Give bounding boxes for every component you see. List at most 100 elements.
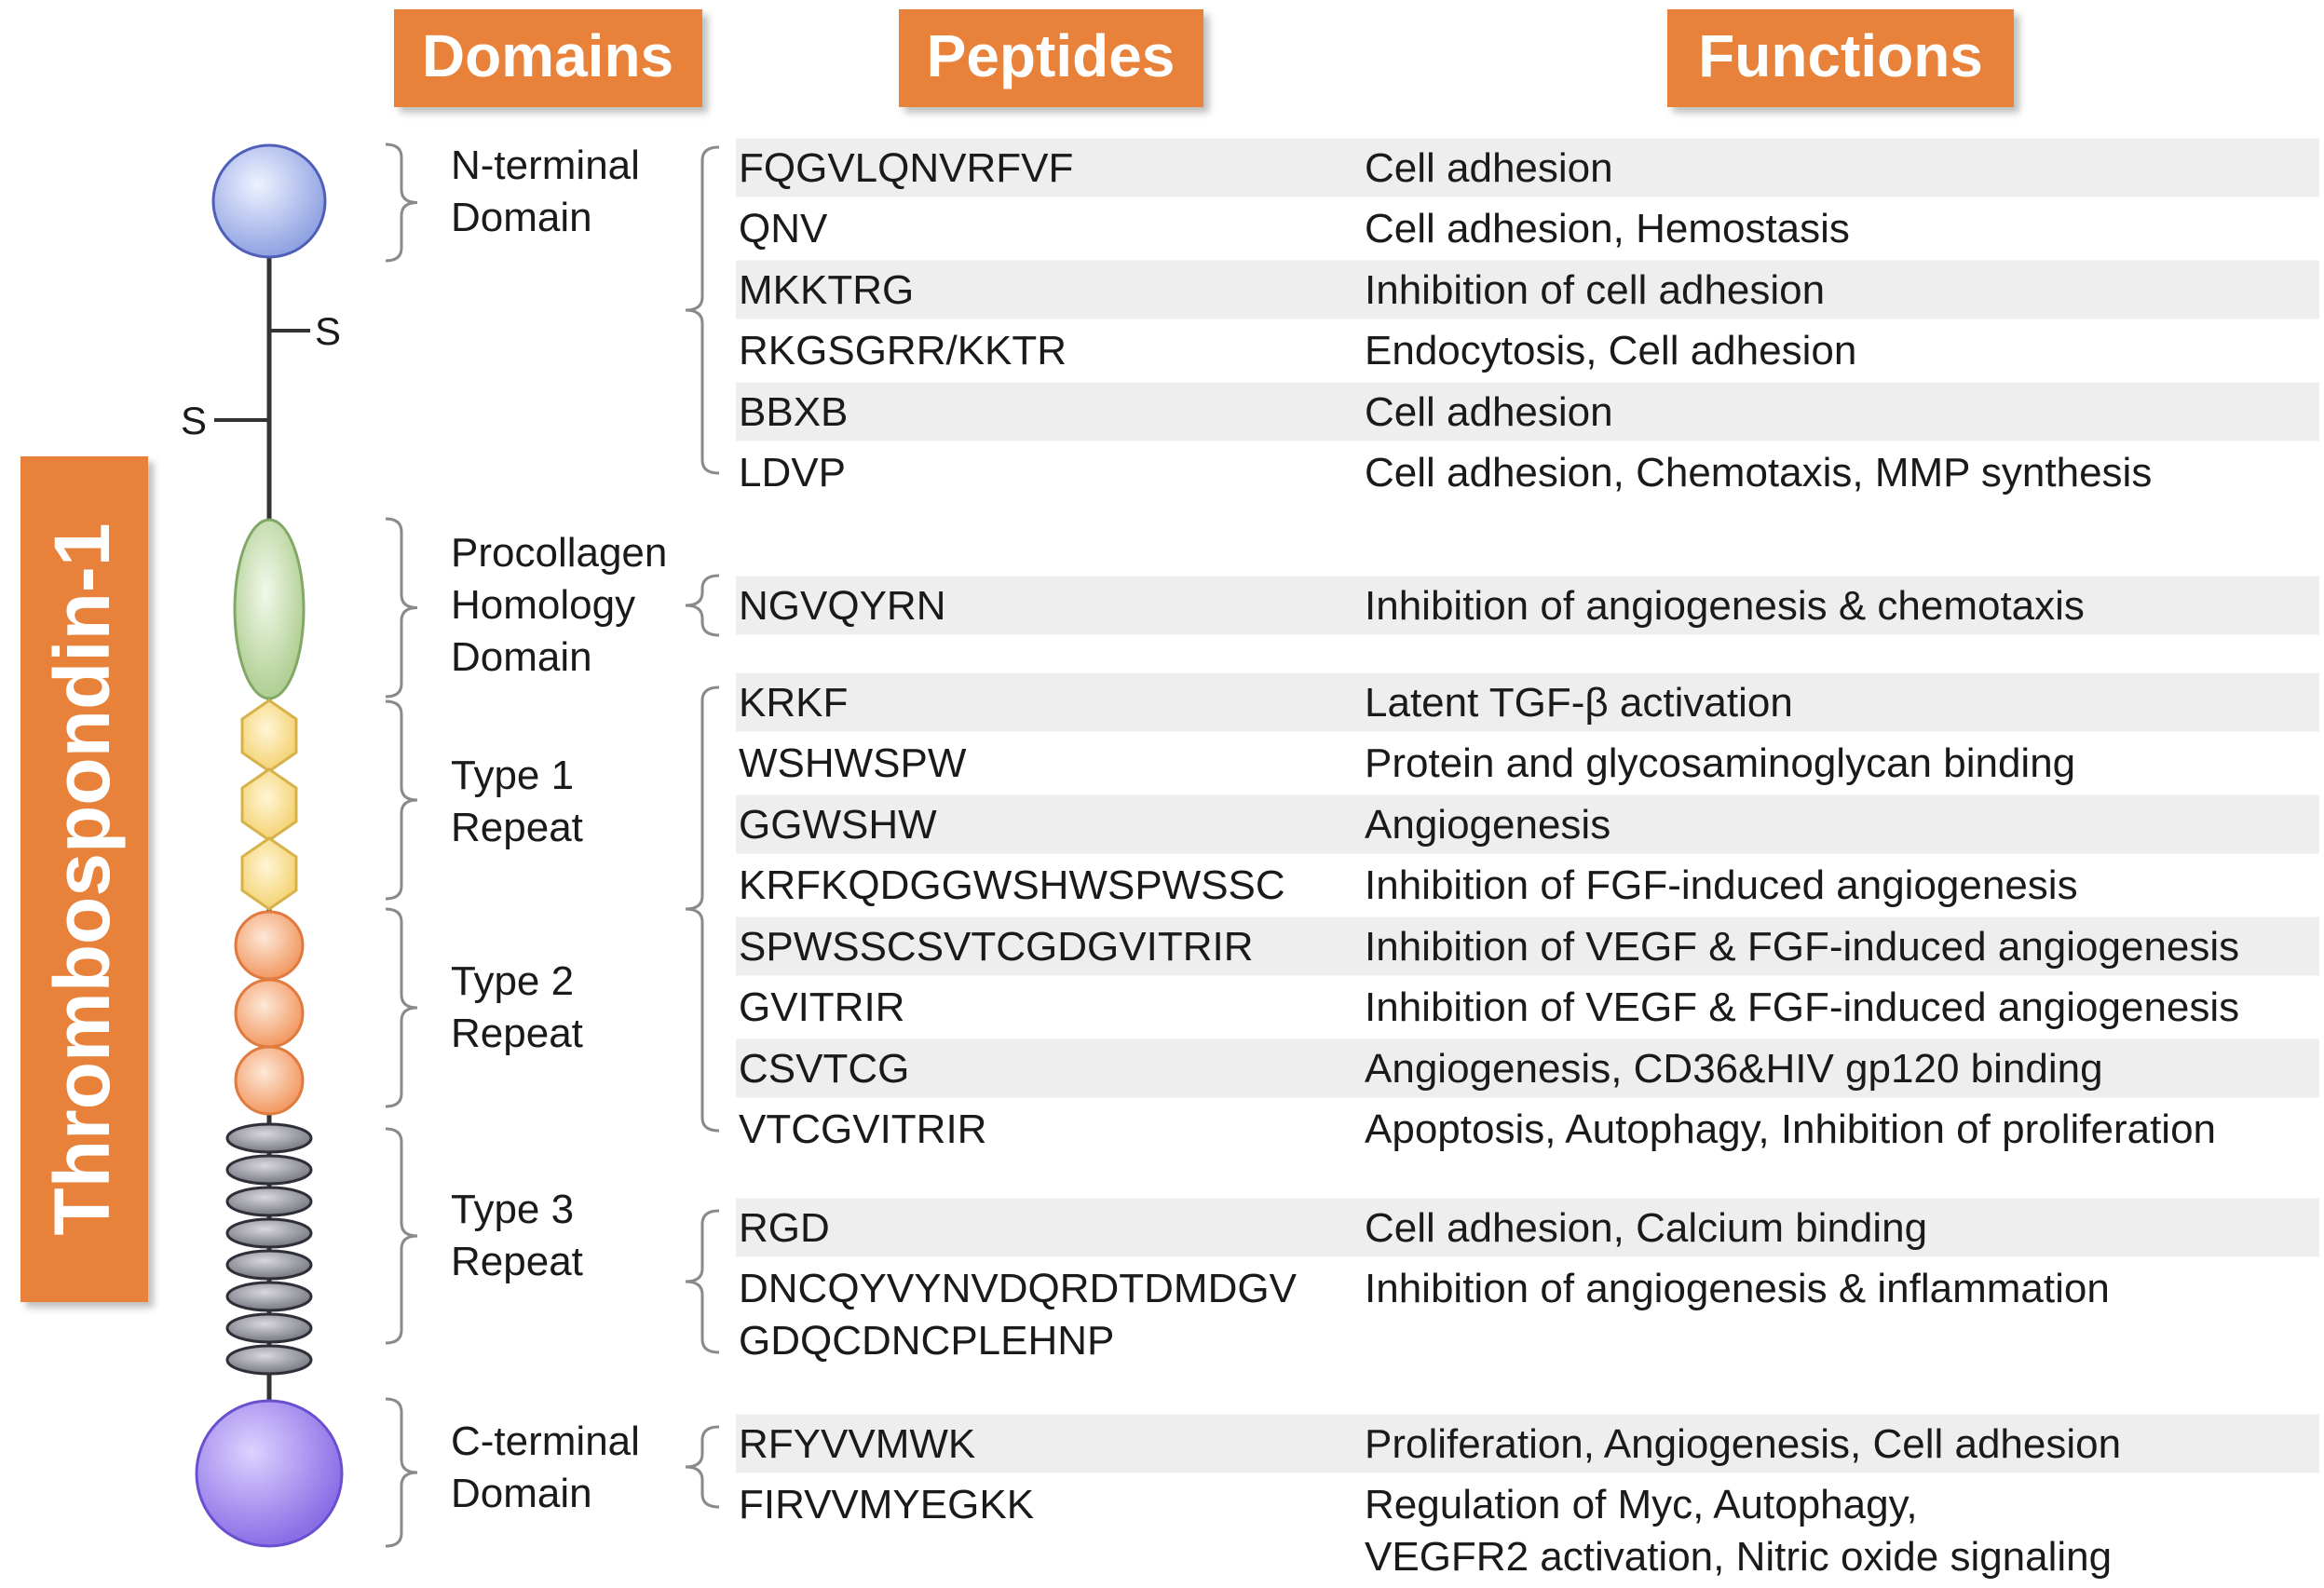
peptide-brace	[685, 145, 720, 475]
row-shade	[736, 1414, 2319, 1473]
header-domains-label: Domains	[422, 22, 673, 89]
peptide-function: Inhibition of FGF-induced angiogenesis	[1365, 862, 2078, 908]
peptide-function: Inhibition of cell adhesion	[1365, 267, 1825, 313]
peptide-function: Cell adhesion	[1365, 145, 1613, 191]
peptide-function: Proliferation, Angiogenesis, Cell adhesi…	[1365, 1421, 2121, 1467]
type3-disc	[225, 1312, 313, 1344]
peptide-sequence: FQGVLQNVRFVF	[739, 145, 1073, 191]
domain-label-line: N-terminal	[451, 143, 640, 188]
type3-disc	[225, 1122, 313, 1154]
table-row: CSVTCG Angiogenesis, CD36&HIV gp120 bindi…	[739, 1046, 2103, 1092]
row-shade	[736, 1038, 2319, 1098]
type3-disc	[225, 1249, 313, 1281]
domain-label-line: Procollagen	[451, 530, 667, 576]
peptide-brace	[685, 1209, 720, 1354]
type3-disc	[225, 1154, 313, 1186]
row-backgrounds	[736, 138, 2319, 1473]
domain-label-line: Domain	[451, 1471, 592, 1516]
peptide-sequence: GGWSHW	[739, 802, 937, 848]
peptide-sequence: VTCGVITRIR	[739, 1106, 986, 1152]
type3-disc	[225, 1217, 313, 1249]
table-row: SPWSSCSVTCGDGVITRIR Inhibition of VEGF & …	[739, 924, 2239, 970]
domain-label: Type 2 Repeat	[451, 958, 583, 1056]
peptide-function: Inhibition of VEGF & FGF-induced angioge…	[1365, 984, 2239, 1030]
domain-brace	[385, 699, 418, 901]
procollagen-ellipse	[233, 518, 306, 700]
domain-labels: N-terminalDomainProcollagenHomologyDomai…	[451, 143, 667, 1516]
domain-brace	[385, 517, 418, 699]
peptide-sequence: KRFKQDGGWSHWSPWSSC	[739, 862, 1285, 908]
peptide-sequence: MKKTRG	[739, 267, 914, 313]
domain-label-line: Homology	[451, 582, 635, 628]
row-shade	[736, 138, 2319, 197]
peptide-sequence: RKGSGRR/KKTR	[739, 328, 1067, 373]
peptide-sequence: GDQCDNCPLEHNP	[739, 1318, 1114, 1364]
domain-brace	[385, 1127, 418, 1345]
peptide-function: Angiogenesis, CD36&HIV gp120 binding	[1365, 1046, 2103, 1092]
domain-label: Type 3 Repeat	[451, 1187, 583, 1284]
disulfide-label-bottom: S	[181, 399, 207, 442]
peptide-function: Latent TGF-β activation	[1365, 680, 1793, 726]
domain-brace	[385, 907, 418, 1108]
disulfide-label-top: S	[315, 309, 341, 353]
peptide-function: Protein and glycosaminoglycan binding	[1365, 740, 2075, 786]
type3-disc	[225, 1344, 313, 1376]
domain-label-line: Repeat	[451, 1239, 583, 1284]
peptide-sequence: FIRVVMYEGKK	[739, 1482, 1034, 1527]
domain-braces	[385, 143, 418, 1548]
peptide-brace	[685, 1425, 720, 1509]
domain-brace	[385, 143, 418, 263]
table-row: RGD Cell adhesion, Calcium binding	[739, 1205, 1927, 1251]
peptide-function: Inhibition of VEGF & FGF-induced angioge…	[1365, 924, 2239, 970]
type2-circle	[234, 910, 305, 981]
peptide-brace	[685, 685, 720, 1133]
row-shade	[736, 576, 2319, 635]
protein-structure: S S	[181, 143, 344, 1548]
domain-label-line: Type 3	[451, 1187, 574, 1232]
domain-label-line: Domain	[451, 634, 592, 680]
side-title: Thrombospondin-1	[38, 523, 126, 1235]
peptide-sequence: RGD	[739, 1205, 830, 1251]
table-row: DNCQYVYNVDQRDTDMDGVGDQCDNCPLEHNPInhibiti…	[739, 1266, 2110, 1364]
peptide-function: Endocytosis, Cell adhesion	[1365, 328, 1856, 373]
type1-hexagon	[240, 836, 298, 911]
table-row: VTCGVITRIR Apoptosis, Autophagy, Inhibiti…	[739, 1106, 2216, 1152]
header-peptides: Peptides	[899, 9, 1203, 107]
table-row: FQGVLQNVRFVF Cell adhesion	[739, 145, 1613, 191]
row-shade	[736, 260, 2319, 319]
peptide-sequence: NGVQYRN	[739, 583, 945, 629]
n-terminal-sphere	[211, 143, 327, 259]
header-functions-label: Functions	[1698, 22, 1983, 89]
domain-label-line: Type 2	[451, 958, 574, 1004]
header-domains: Domains	[394, 9, 702, 107]
side-title-box: Thrombospondin-1	[20, 456, 148, 1302]
peptide-function: Cell adhesion, Calcium binding	[1365, 1205, 1927, 1251]
peptide-function: VEGFR2 activation, Nitric oxide signalin…	[1365, 1534, 2112, 1580]
domain-label-line: Repeat	[451, 1011, 583, 1056]
domain-label-line: Type 1	[451, 753, 574, 798]
peptide-sequence: RFYVVMWK	[739, 1421, 975, 1467]
peptide-sequence: QNV	[739, 206, 828, 251]
peptide-sequence: SPWSSCSVTCGDGVITRIR	[739, 924, 1254, 970]
type1-hexagon	[240, 699, 298, 773]
peptide-sequence: CSVTCG	[739, 1046, 909, 1092]
table-row: MKKTRG Inhibition of cell adhesion	[739, 267, 1825, 313]
table-row: KRFKQDGGWSHWSPWSSC Inhibition of FGF-indu…	[739, 862, 2078, 908]
domain-brace	[385, 1397, 418, 1548]
peptide-braces	[685, 145, 720, 1509]
peptide-function: Cell adhesion, Chemotaxis, MMP synthesis	[1365, 450, 2152, 495]
table-row: RKGSGRR/KKTR Endocytosis, Cell adhesion	[739, 328, 1856, 373]
peptide-function: Apoptosis, Autophagy, Inhibition of prol…	[1365, 1106, 2216, 1152]
peptide-sequence: GVITRIR	[739, 984, 904, 1030]
peptide-function: Inhibition of angiogenesis & chemotaxis	[1365, 583, 2085, 629]
c-terminal-sphere	[195, 1399, 344, 1548]
